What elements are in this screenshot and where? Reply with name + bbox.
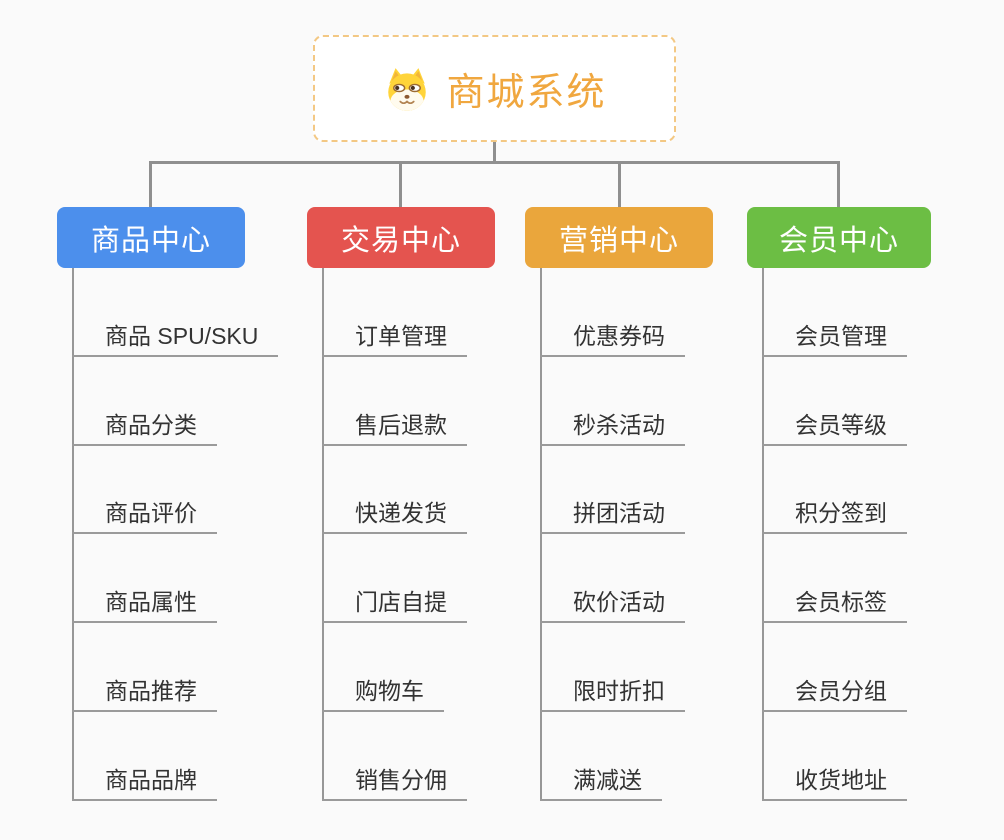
mindmap-item: 会员等级: [762, 357, 907, 446]
mindmap-item: 秒杀活动: [540, 357, 685, 446]
root-connector-line: [493, 141, 496, 163]
item-sales-commission[interactable]: 销售分佣: [322, 761, 467, 801]
item-group-buy[interactable]: 拼团活动: [540, 494, 685, 535]
mindmap-item: 快递发货: [322, 446, 467, 535]
item-member-management[interactable]: 会员管理: [762, 317, 907, 357]
mindmap-item: 优惠券码: [540, 268, 685, 357]
item-bargain-activity[interactable]: 砍价活动: [540, 583, 685, 624]
branch-spine-line: [762, 268, 764, 801]
mindmap-item: 积分签到: [762, 446, 907, 535]
mindmap-item: 会员分组: [762, 623, 907, 712]
root-node[interactable]: 商城系统: [313, 35, 676, 142]
branch-drop-line-marketing: [618, 161, 621, 208]
branch-spine-line: [540, 268, 542, 801]
item-member-level[interactable]: 会员等级: [762, 406, 907, 446]
mindmap-item: 商品属性: [72, 534, 278, 624]
mindmap-item: 砍价活动: [540, 534, 685, 624]
branch-trade: 交易中心 订单管理 售后退款 快递发货 门店自提 购物车 销售分佣: [307, 207, 495, 801]
item-points-checkin[interactable]: 积分签到: [762, 494, 907, 535]
branch-spine-line: [322, 268, 324, 801]
branch-drop-line-products: [149, 161, 152, 208]
item-product-category[interactable]: 商品分类: [72, 406, 217, 446]
root-title: 商城系统: [446, 72, 607, 114]
item-member-tags[interactable]: 会员标签: [762, 583, 907, 624]
branch-header-trade[interactable]: 交易中心: [307, 207, 495, 268]
branch-marketing: 营销中心 优惠券码 秒杀活动 拼团活动 砍价活动 限时折扣 满减送: [525, 207, 713, 801]
item-express-shipping[interactable]: 快递发货: [322, 494, 467, 535]
branches-horizontal-line: [149, 161, 840, 164]
branch-drop-line-members: [837, 161, 840, 208]
branch-spine-line: [72, 268, 74, 801]
mindmap-item: 售后退款: [322, 357, 467, 446]
mindmap-item: 销售分佣: [322, 712, 467, 801]
item-product-brand[interactable]: 商品品牌: [72, 761, 217, 801]
mindmap-item: 商品分类: [72, 357, 278, 446]
item-flash-sale[interactable]: 秒杀活动: [540, 406, 685, 446]
item-shopping-cart[interactable]: 购物车: [322, 672, 444, 712]
item-spend-and-save[interactable]: 满减送: [540, 761, 662, 801]
mindmap-item: 收货地址: [762, 712, 907, 801]
item-member-groups[interactable]: 会员分组: [762, 672, 907, 712]
branch-items-trade: 订单管理 售后退款 快递发货 门店自提 购物车 销售分佣: [322, 268, 467, 801]
mindmap-item: 会员管理: [762, 268, 907, 357]
item-store-pickup[interactable]: 门店自提: [322, 583, 467, 624]
item-limited-time-discount[interactable]: 限时折扣: [540, 672, 685, 712]
branch-items-marketing: 优惠券码 秒杀活动 拼团活动 砍价活动 限时折扣 满减送: [540, 268, 685, 801]
mindmap-item: 门店自提: [322, 534, 467, 624]
branch-members: 会员中心 会员管理 会员等级 积分签到 会员标签 会员分组 收货地址: [747, 207, 931, 801]
item-product-attribute[interactable]: 商品属性: [72, 583, 217, 624]
item-product-spu-sku[interactable]: 商品 SPU/SKU: [72, 317, 279, 357]
branch-header-marketing[interactable]: 营销中心: [525, 207, 713, 268]
branch-header-products[interactable]: 商品中心: [57, 207, 245, 268]
item-aftersale-refund[interactable]: 售后退款: [322, 406, 467, 446]
item-product-recommend[interactable]: 商品推荐: [72, 672, 217, 712]
mindmap-item: 订单管理: [322, 268, 467, 357]
item-coupon-code[interactable]: 优惠券码: [540, 317, 685, 357]
mindmap-item: 商品品牌: [72, 712, 278, 801]
mindmap-item: 拼团活动: [540, 446, 685, 535]
mindmap-item: 购物车: [322, 623, 467, 712]
item-shipping-address[interactable]: 收货地址: [762, 761, 907, 801]
branch-drop-line-trade: [399, 161, 402, 208]
mindmap-item: 商品 SPU/SKU: [72, 268, 279, 357]
branch-products: 商品中心 商品 SPU/SKU 商品分类 商品评价 商品属性 商品推荐 商品品牌: [57, 207, 279, 801]
mindmap-item: 会员标签: [762, 534, 907, 624]
item-order-management[interactable]: 订单管理: [322, 317, 467, 357]
mindmap-item: 商品评价: [72, 446, 278, 535]
item-product-review[interactable]: 商品评价: [72, 494, 217, 535]
branch-items-members: 会员管理 会员等级 积分签到 会员标签 会员分组 收货地址: [762, 268, 907, 801]
mindmap-item: 限时折扣: [540, 623, 685, 712]
branch-items-products: 商品 SPU/SKU 商品分类 商品评价 商品属性 商品推荐 商品品牌: [72, 268, 279, 801]
mindmap-item: 商品推荐: [72, 623, 278, 712]
mindmap-item: 满减送: [540, 712, 685, 801]
branch-header-members[interactable]: 会员中心: [747, 207, 931, 268]
doge-icon: [388, 67, 427, 111]
